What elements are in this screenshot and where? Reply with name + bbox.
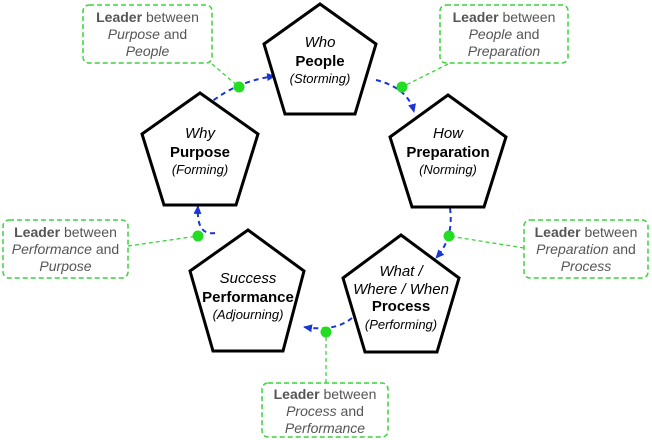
leader-dot-3 bbox=[443, 230, 455, 242]
stage-purpose: Why Purpose (Forming) bbox=[140, 91, 260, 207]
leader-callout-people-preparation: Leader between People and Preparation bbox=[439, 4, 569, 64]
stage-people-name: People bbox=[295, 53, 344, 70]
svg-text:Purpose and: Purpose and bbox=[108, 26, 187, 42]
leader-line-2 bbox=[401, 63, 449, 88]
svg-text:Leader between: Leader between bbox=[535, 224, 638, 240]
stage-people-question: Who bbox=[305, 34, 336, 51]
stage-purpose-question: Why bbox=[185, 125, 217, 142]
leader-word: Leader bbox=[274, 386, 320, 402]
flow-arrow-process-to-performance bbox=[303, 317, 353, 333]
leader-word: Leader bbox=[535, 224, 581, 240]
leader-line-3 bbox=[448, 235, 525, 249]
leader-dot-5 bbox=[192, 230, 204, 242]
stage-performance-phase: (Adjourning) bbox=[213, 307, 284, 322]
svg-text:Performance: Performance bbox=[285, 420, 365, 436]
svg-text:Leader between: Leader between bbox=[274, 386, 377, 402]
stage-people-phase: (Storming) bbox=[290, 71, 351, 86]
stage-preparation: How Preparation (Norming) bbox=[388, 93, 508, 209]
stage-preparation-name: Preparation bbox=[406, 144, 489, 161]
svg-text:Process: Process bbox=[561, 258, 612, 274]
stage-process-name: Process bbox=[372, 298, 430, 315]
stage-process: What / Where / When Process (Performing) bbox=[341, 233, 461, 354]
flow-arrow-people-to-preparation bbox=[375, 79, 416, 113]
leader-dot-1 bbox=[233, 81, 245, 93]
svg-text:Process and: Process and bbox=[286, 403, 364, 419]
svg-text:People: People bbox=[126, 43, 170, 59]
leader-word: Leader bbox=[453, 9, 499, 25]
stage-process-question-line2: Where / When bbox=[353, 281, 449, 298]
leader-callout-process-performance: Leader between Process and Performance bbox=[261, 382, 389, 438]
stage-performance: Success Performance (Adjourning) bbox=[188, 228, 306, 353]
svg-text:Preparation: Preparation bbox=[468, 43, 541, 59]
flow-arrow-purpose-to-people bbox=[199, 73, 276, 113]
svg-text:Purpose: Purpose bbox=[39, 258, 91, 274]
stage-purpose-name: Purpose bbox=[170, 144, 230, 161]
leader-line-1 bbox=[211, 63, 240, 88]
stage-purpose-phase: (Forming) bbox=[172, 162, 228, 177]
svg-text:Leader between: Leader between bbox=[453, 9, 556, 25]
stage-preparation-phase: (Norming) bbox=[419, 162, 477, 177]
leader-callout-purpose-people: Leader between Purpose and People bbox=[82, 4, 213, 64]
stage-preparation-question: How bbox=[433, 125, 464, 142]
leader-callout-preparation-process: Leader between Preparation and Process bbox=[523, 219, 649, 279]
svg-text:People and: People and bbox=[469, 26, 540, 42]
leader-callout-performance-purpose: Leader between Performance and Purpose bbox=[2, 219, 129, 279]
stage-performance-name: Performance bbox=[202, 289, 294, 306]
leader-dot-4 bbox=[320, 326, 332, 338]
leader-line-5 bbox=[127, 235, 199, 247]
svg-text:Preparation and: Preparation and bbox=[536, 241, 636, 257]
stage-process-question-line1: What / bbox=[379, 263, 424, 280]
flow-arrow-performance-to-purpose bbox=[193, 205, 216, 235]
leader-dot-2 bbox=[396, 81, 408, 93]
svg-text:Performance and: Performance and bbox=[12, 241, 119, 257]
svg-text:Leader between: Leader between bbox=[14, 224, 117, 240]
leader-word: Leader bbox=[14, 224, 60, 240]
leader-word: Leader bbox=[96, 9, 142, 25]
stage-people: Who People (Storming) bbox=[262, 2, 378, 116]
svg-text:Leader between: Leader between bbox=[96, 9, 199, 25]
stage-process-phase: (Performing) bbox=[365, 317, 437, 332]
stage-performance-question: Success bbox=[220, 270, 277, 287]
